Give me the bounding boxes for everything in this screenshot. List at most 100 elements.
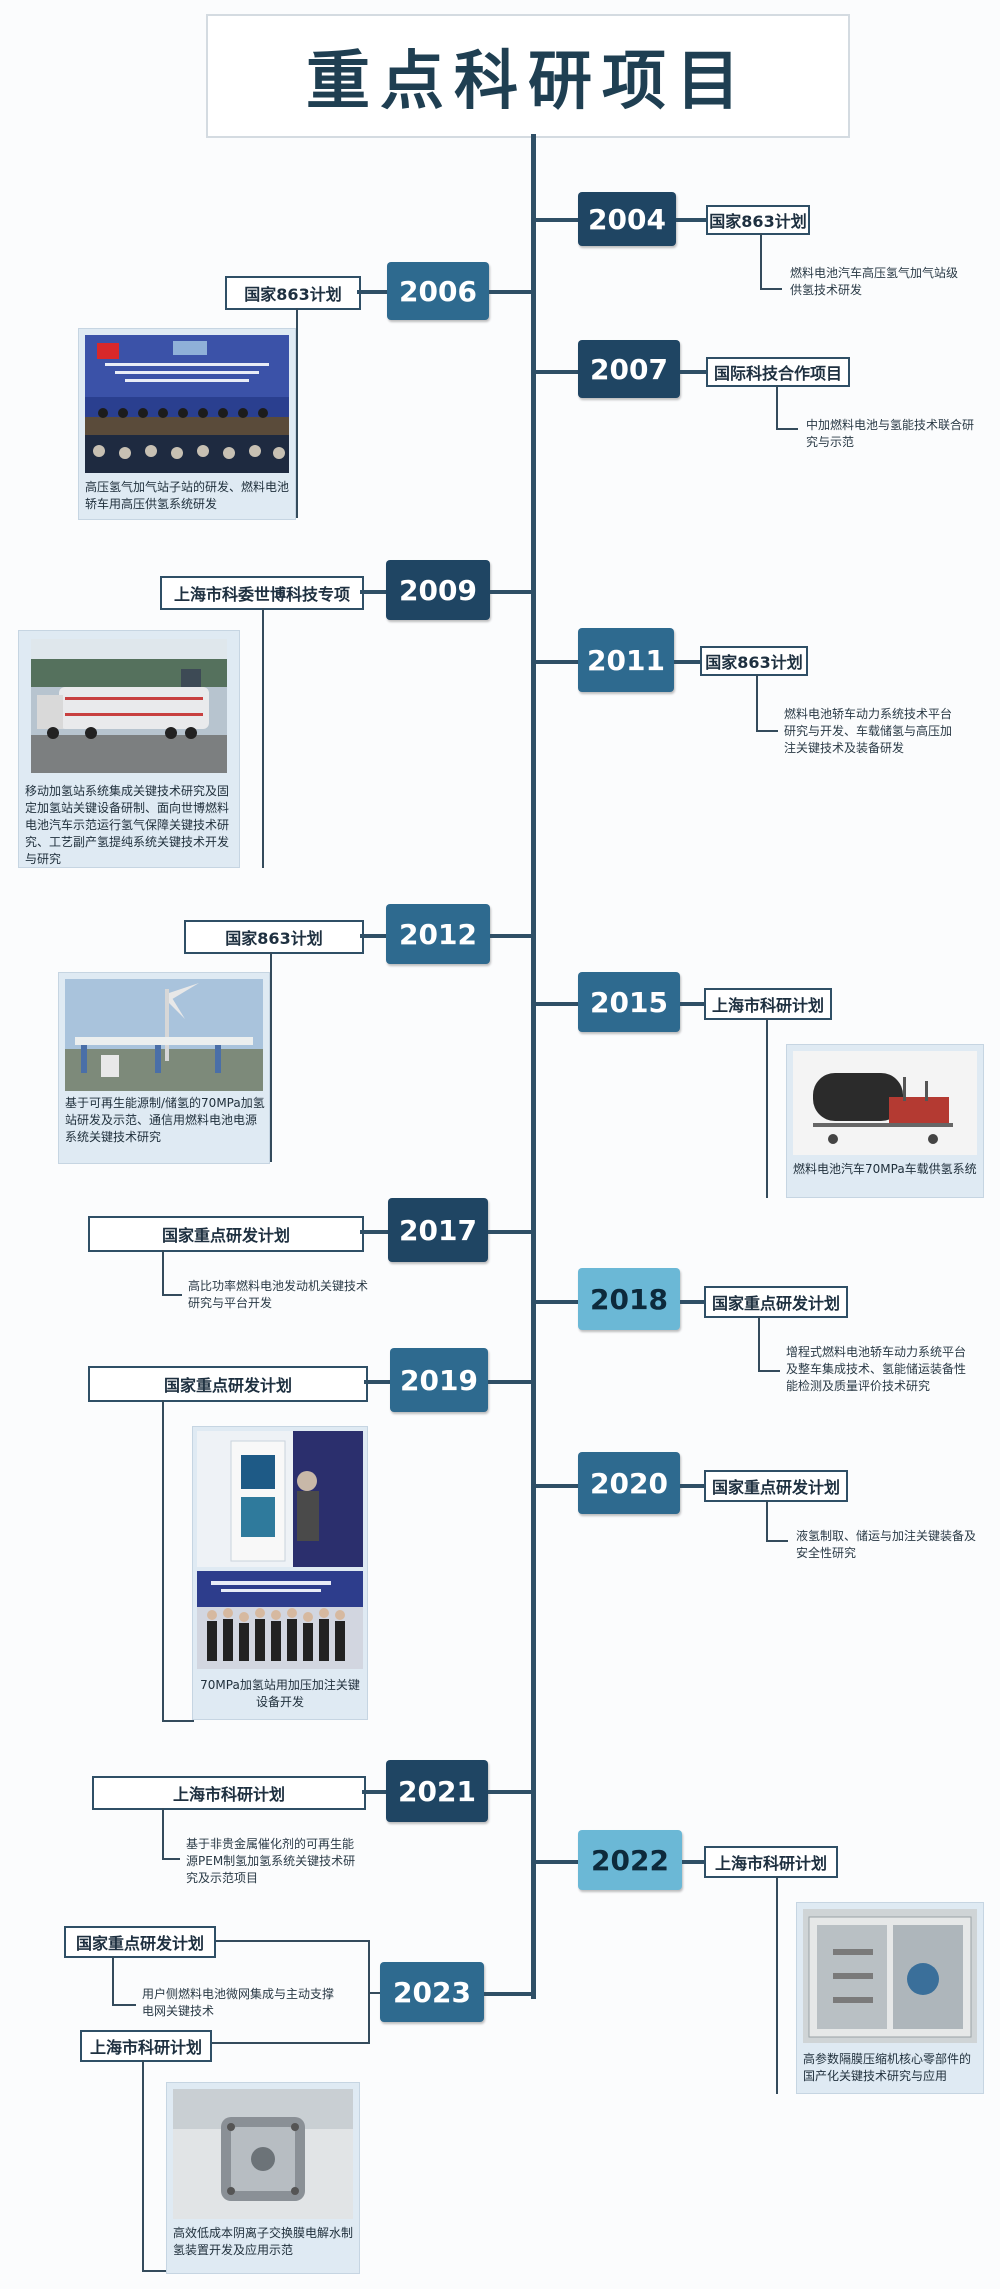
year-badge-2020: 2020 (578, 1452, 680, 1514)
description-2007: 中加燃料电池与氢能技术联合研究与示范 (806, 418, 975, 449)
leader-2020 (766, 1500, 768, 1540)
leader-2023-a (112, 1956, 114, 2004)
connector-2022-prog (682, 1860, 704, 1864)
program-label-2012: 国家863计划 (184, 920, 364, 954)
connector-2006-prog (357, 290, 387, 294)
page-title: 重点科研项目 (206, 14, 850, 138)
leader-2023-b (142, 2060, 144, 2270)
leader-2021-h (162, 1858, 180, 1860)
description-2018: 增程式燃料电池轿车动力系统平台及整车集成技术、氢能储运装备性能检测及质量评价技术… (786, 1345, 967, 1393)
connector-2019-prog (364, 1380, 390, 1384)
leader-2015 (766, 1018, 768, 1198)
connector-2021 (488, 1790, 533, 1794)
leader-2007 (776, 385, 778, 428)
project-card-2019: 70MPa加氢站用加压加注关键设备开发 (192, 1426, 368, 1720)
bracket-2023-top (212, 1940, 370, 1942)
description-2012: 基于可再生能源制/储氢的70MPa加氢站研发及示范、通信用燃料电池电源系统关键技… (65, 1096, 265, 1144)
connector-2022 (533, 1860, 578, 1864)
connector-2015 (533, 1002, 578, 1006)
connector-2011 (533, 660, 578, 664)
leader-2018 (758, 1316, 760, 1370)
connector-2012 (490, 934, 533, 938)
program-label-2020: 国家重点研发计划 (704, 1470, 848, 1502)
project-card-2015: 燃料电池汽车70MPa车载供氢系统 (786, 1044, 984, 1198)
description-2021: 基于非贵金属催化剂的可再生能源PEM制氢加氢系统关键技术研究及示范项目 (186, 1837, 356, 1885)
conference-photo-2006 (85, 335, 289, 473)
electrolyzer-photo-2023 (173, 2089, 353, 2219)
leader-2023-b-h (142, 2270, 168, 2272)
project-card-2022: 高参数隔膜压缩机核心零部件的国产化关键技术研究与应用 (796, 1902, 984, 2094)
connector-2015-prog (680, 1002, 704, 1006)
bracket-2023-v (368, 1940, 370, 2044)
leader-2011 (756, 674, 758, 730)
connector-2017-prog (360, 1230, 388, 1234)
bracket-2023-bottom (166, 2042, 370, 2044)
program-label-2023-b: 上海市科研计划 (80, 2030, 212, 2062)
connector-2020 (533, 1484, 578, 1488)
dispenser-photo-2019 (197, 1431, 363, 1567)
description-2020: 液氢制取、储运与加注关键装备及安全性研究 (796, 1529, 977, 1560)
connector-2018 (533, 1300, 578, 1304)
year-badge-2012: 2012 (386, 904, 490, 964)
leader-2009 (262, 608, 264, 868)
description-2022: 高参数隔膜压缩机核心零部件的国产化关键技术研究与应用 (803, 2052, 972, 2083)
year-badge-2009: 2009 (386, 560, 490, 620)
program-label-2011: 国家863计划 (700, 646, 808, 676)
program-label-2007: 国际科技合作项目 (706, 357, 850, 387)
tanker-photo-2009 (31, 639, 227, 773)
leader-2019-h (162, 1720, 194, 1722)
year-badge-2011: 2011 (578, 628, 674, 692)
connector-2021-prog (362, 1790, 386, 1794)
leader-2019 (162, 1400, 164, 1720)
leader-2007-h (776, 428, 798, 430)
leader-2020-h (766, 1540, 788, 1542)
description-2006: 高压氢气加气站子站的研发、燃料电池轿车用高压供氢系统研发 (85, 480, 290, 511)
bracket-2023-link (370, 1992, 380, 1994)
description-2015: 燃料电池汽车70MPa车载供氢系统 (793, 1162, 977, 1176)
program-label-2004: 国家863计划 (706, 205, 810, 235)
year-badge-2004: 2004 (578, 192, 676, 246)
year-badge-2006: 2006 (387, 262, 489, 320)
leader-2011-h (756, 730, 778, 732)
connector-2011-prog (674, 660, 700, 664)
description-2023-b: 高效低成本阴离子交换膜电解水制氢装置开发及应用示范 (173, 2226, 354, 2257)
connector-2009 (490, 590, 533, 594)
year-badge-2017: 2017 (388, 1198, 488, 1262)
crowd-photo-2019 (197, 1571, 363, 1669)
connector-2004 (533, 218, 578, 222)
year-badge-2018: 2018 (578, 1268, 680, 1330)
description-2023-a: 用户侧燃料电池微网集成与主动支撑电网关键技术 (142, 1987, 335, 2018)
project-card-2023: 高效低成本阴离子交换膜电解水制氢装置开发及应用示范 (166, 2082, 360, 2274)
timeline-axis (531, 134, 536, 1999)
year-badge-2007: 2007 (578, 340, 680, 398)
connector-2006 (489, 290, 533, 294)
leader-2021 (162, 1808, 164, 1858)
connector-2019 (488, 1380, 533, 1384)
leader-2004 (760, 233, 762, 288)
program-label-2019: 国家重点研发计划 (88, 1366, 368, 1402)
program-label-2009: 上海市科委世博科技专项 (160, 576, 364, 610)
leader-2018-h (758, 1370, 780, 1372)
year-badge-2021: 2021 (386, 1760, 488, 1822)
compressor-photo-2022 (803, 1909, 977, 2043)
description-2011: 燃料电池轿车动力系统技术平台研究与开发、车载储氢与高压加注关键技术及装备研发 (784, 707, 953, 755)
program-label-2023-a: 国家重点研发计划 (64, 1926, 216, 1958)
connector-2012-prog (360, 934, 386, 938)
leader-2017 (162, 1250, 164, 1294)
program-label-2017: 国家重点研发计划 (88, 1216, 364, 1252)
connector-2007-prog (680, 370, 706, 374)
year-badge-2023: 2023 (380, 1962, 484, 2022)
connector-2017 (488, 1230, 533, 1234)
project-card-2012: 基于可再生能源制/储氢的70MPa加氢站研发及示范、通信用燃料电池电源系统关键技… (58, 972, 270, 1164)
project-card-2009: 移动加氢站系统集成关键技术研究及固定加氢站关键设备研制、面向世博燃料电池汽车示范… (18, 630, 240, 868)
program-label-2022: 上海市科研计划 (704, 1846, 838, 1878)
description-2004: 燃料电池汽车高压氢气加气站级供氢技术研发 (790, 266, 959, 297)
leader-2004-h (760, 288, 782, 290)
leader-2022 (776, 1876, 778, 2094)
connector-2023 (484, 1992, 533, 1996)
connector-2020-prog (680, 1484, 704, 1488)
description-2019: 70MPa加氢站用加压加注关键设备开发 (200, 1678, 360, 1709)
program-label-2018: 国家重点研发计划 (704, 1286, 848, 1318)
year-badge-2022: 2022 (578, 1830, 682, 1890)
year-badge-2015: 2015 (578, 972, 680, 1032)
